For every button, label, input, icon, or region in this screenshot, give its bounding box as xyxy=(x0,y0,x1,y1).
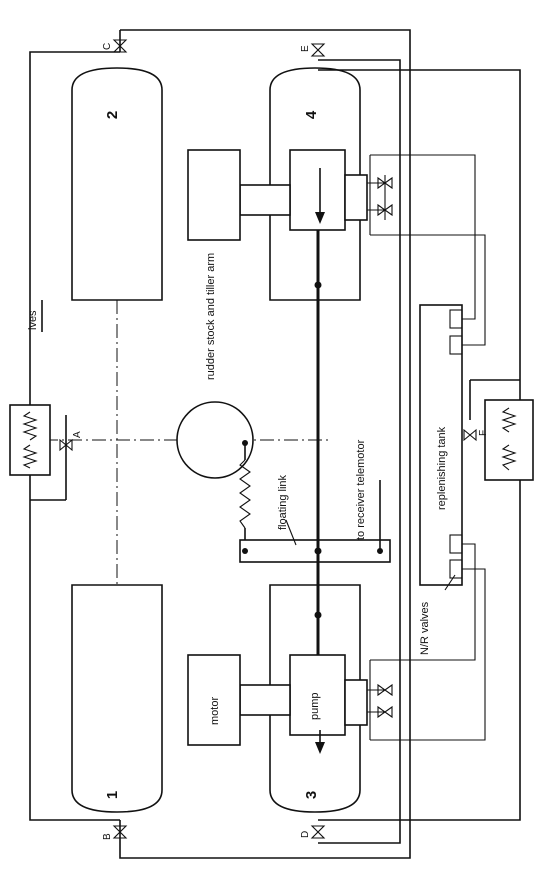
pipe-top-cross-inner xyxy=(318,59,401,844)
tank-pipe-top-2 xyxy=(395,234,486,346)
motor-top-shaft xyxy=(239,184,291,216)
pump-bottom-valve-2 xyxy=(377,705,393,719)
rod-pin-2 xyxy=(314,547,322,555)
relief-valve-right-spring xyxy=(501,407,517,433)
valve-f-label: F xyxy=(478,430,489,436)
pump-top-arrowhead xyxy=(315,212,325,224)
relief-valve-left-spring-2 xyxy=(22,444,38,469)
ram-1-number: 1 xyxy=(104,791,121,799)
receiver-label: to receiver telemotor xyxy=(355,439,367,540)
valve-f xyxy=(463,428,477,442)
motor-bottom-shaft xyxy=(239,684,291,716)
pump-top-valve-1 xyxy=(377,176,393,190)
link-pin-left xyxy=(242,548,248,554)
pump-bottom-port xyxy=(344,679,368,726)
ram-3-number: 3 xyxy=(303,791,320,799)
valve-a xyxy=(59,438,73,452)
floating-link-label: floating link xyxy=(277,474,289,530)
relief-valve-right xyxy=(484,399,534,481)
valve-c xyxy=(112,39,128,53)
motor-label: motor xyxy=(209,697,221,725)
replenishing-tank xyxy=(419,304,463,586)
motor-top xyxy=(187,149,241,241)
valve-b-label: B xyxy=(102,833,113,840)
pipe-top-cross xyxy=(119,29,411,859)
valve-d-label: D xyxy=(300,831,311,838)
nr-valves-leader xyxy=(444,574,456,591)
fragment-text: lves xyxy=(27,310,39,330)
pump-bottom-valve-pipes xyxy=(367,659,395,741)
motor-bottom xyxy=(187,654,241,746)
tank-pipe-bottom xyxy=(395,543,476,661)
ram-1 xyxy=(71,584,163,813)
rod-pin-3 xyxy=(314,611,322,619)
replenishing-tank-label: replenishing tank xyxy=(436,426,448,510)
rod-pin-1 xyxy=(314,281,322,289)
nr-valves-label: N/R valves xyxy=(419,601,431,655)
pump-top-valve-2 xyxy=(377,203,393,217)
tank-pipe-bottom-2 xyxy=(395,568,486,741)
valve-a-label: A xyxy=(72,431,83,438)
rudder-label: rudder stock and tiller arm xyxy=(205,253,217,380)
ram-4-number: 4 xyxy=(303,110,320,119)
floating-link-leader xyxy=(285,519,297,546)
valve-d xyxy=(310,825,326,839)
ram-2-number: 2 xyxy=(104,111,121,119)
valve-e-label: E xyxy=(300,45,311,52)
valve-b xyxy=(112,825,128,839)
pump-top-port xyxy=(344,174,368,221)
relief-valve-right-spring-2 xyxy=(501,444,517,471)
ram-2 xyxy=(71,67,163,301)
relief-valve-left-spring xyxy=(22,411,38,441)
pump-bottom-arrowhead xyxy=(315,742,325,754)
pump-label: pump xyxy=(309,692,321,720)
tank-pipe-top xyxy=(395,154,476,320)
spring xyxy=(239,459,251,529)
rudder-stock xyxy=(176,401,254,479)
valve-c-label: C xyxy=(102,43,113,50)
pump-top-valve-pipes xyxy=(367,154,395,236)
pump-bottom-valve-1 xyxy=(377,683,393,697)
valve-e xyxy=(310,43,326,57)
